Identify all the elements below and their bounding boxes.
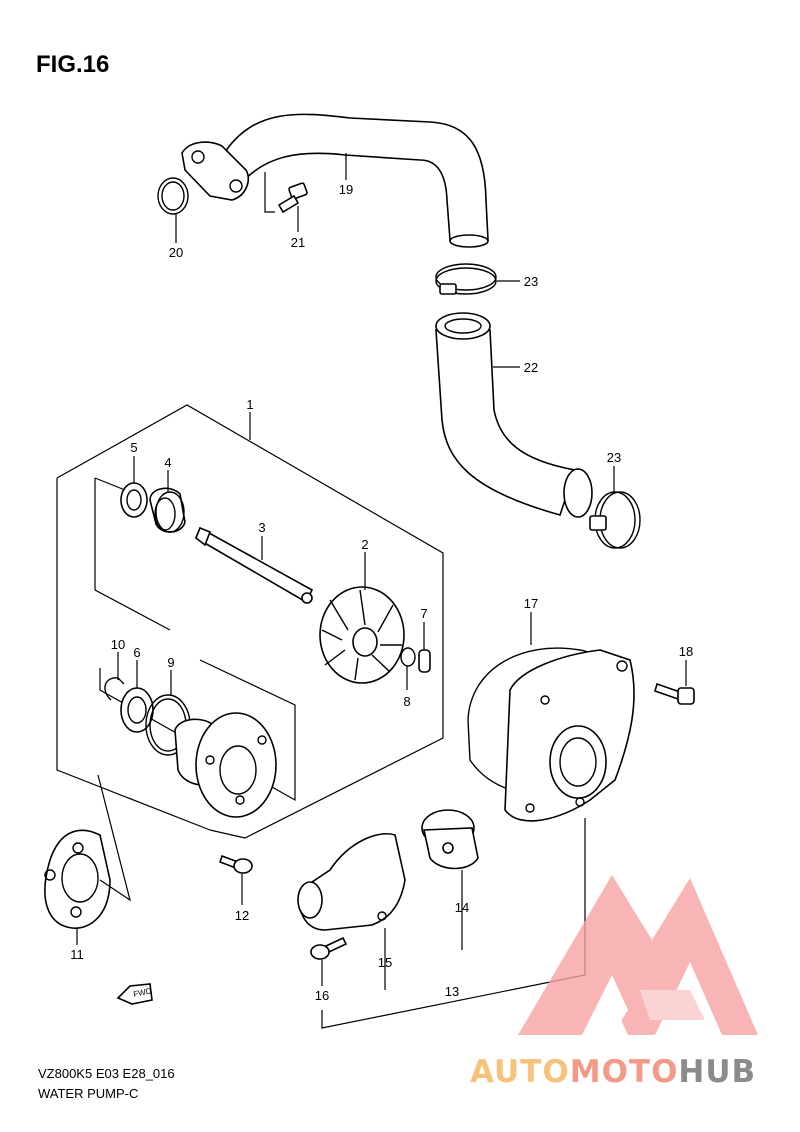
part-11-gasket [44, 774, 131, 929]
part-3-shaft [195, 526, 314, 604]
pump-cover [504, 649, 635, 822]
part-12-screw [218, 854, 253, 874]
part-16-screw [310, 936, 348, 960]
callout-11: 11 [70, 947, 84, 962]
part-8-o-ring [400, 647, 416, 667]
callout-4: 4 [164, 455, 171, 470]
leader-lines [76, 153, 687, 986]
part-22-hose [435, 312, 593, 518]
pump-case-assembly [174, 712, 277, 818]
bracket-13 [321, 818, 586, 1029]
figure-title: FIG.16 [36, 51, 109, 78]
callout-5: 5 [130, 440, 137, 455]
part-14-thermostat [421, 809, 479, 870]
part-20-o-ring [157, 177, 189, 215]
callout-6: 6 [133, 645, 140, 660]
part-23-hose-clamp-lower [589, 491, 641, 549]
callout-20: 20 [169, 245, 183, 260]
part-15-connector [297, 833, 406, 931]
fwd-label: FWD [133, 986, 153, 999]
callout-23-upper: 23 [524, 274, 538, 289]
callout-14: 14 [455, 900, 469, 915]
callout-8: 8 [403, 694, 410, 709]
part-6-bearing [120, 687, 154, 733]
callout-10: 10 [111, 637, 125, 652]
callouts: 1 2 3 4 5 6 7 8 9 10 11 12 13 14 15 16 1… [70, 182, 693, 1003]
part-19-water-pipe [181, 113, 489, 248]
callout-12: 12 [235, 908, 249, 923]
callout-13: 13 [445, 984, 459, 999]
watermark-logo [518, 875, 758, 1035]
watermark-text: AUTOMOTOHUB [470, 1054, 756, 1090]
callout-23-lower: 23 [607, 450, 621, 465]
callout-17: 17 [524, 596, 538, 611]
part-23-hose-clamp-upper [435, 263, 497, 295]
callout-2: 2 [361, 537, 368, 552]
part-10-circlip [104, 677, 125, 701]
part-21-bolt [277, 182, 308, 214]
fwd-arrow-icon: FWD [116, 983, 153, 1005]
part-7-pin [418, 649, 431, 673]
callout-7: 7 [420, 606, 427, 621]
footer-model-code: VZ800K5 E03 E28_016 [38, 1066, 175, 1081]
callout-1: 1 [246, 397, 253, 412]
part-2-impeller [319, 586, 405, 684]
assembly-box-1 [56, 404, 444, 839]
part-4-mechanical-seal [149, 487, 186, 533]
part-18-bolt [654, 682, 695, 705]
callout-9: 9 [167, 655, 174, 670]
callout-18: 18 [679, 644, 693, 659]
footer-figure-name: WATER PUMP-C [38, 1086, 138, 1101]
callout-3: 3 [258, 520, 265, 535]
part-5-oil-seal [120, 482, 148, 518]
callout-21: 21 [291, 235, 305, 250]
callout-19: 19 [339, 182, 353, 197]
callout-22: 22 [524, 360, 538, 375]
callout-15: 15 [378, 955, 392, 970]
callout-16: 16 [315, 988, 329, 1003]
